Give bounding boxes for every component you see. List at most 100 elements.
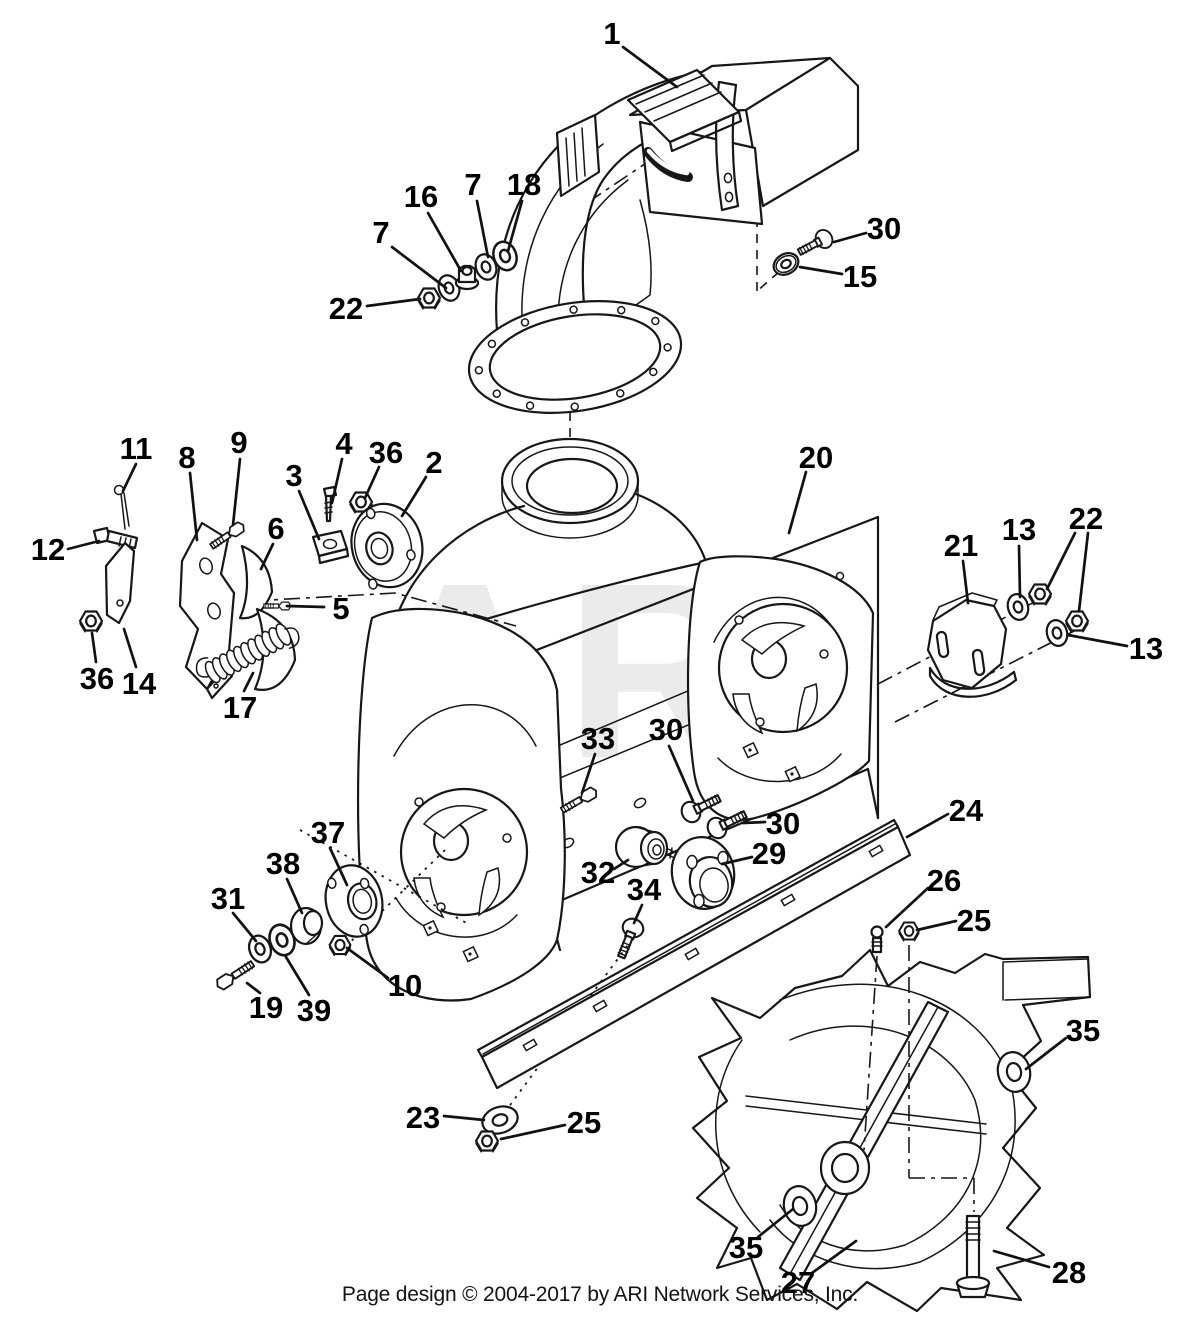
svg-text:7: 7: [372, 215, 389, 250]
callout-25: 25: [915, 903, 991, 938]
svg-text:33: 33: [581, 721, 615, 756]
bearing-flange-29: [670, 836, 736, 910]
striped-flag: [555, 113, 601, 198]
auger-housing-part-20: [339, 492, 880, 1002]
callout-30: 30: [741, 806, 800, 841]
svg-text:19: 19: [249, 990, 283, 1025]
callout-13: 13: [1066, 631, 1163, 666]
callout-23: 23: [406, 1100, 486, 1135]
callout-32: 32: [581, 855, 630, 890]
svg-text:24: 24: [949, 793, 984, 828]
svg-text:16: 16: [404, 179, 438, 214]
callout-20: 20: [787, 440, 833, 535]
callout-36: 36: [363, 435, 403, 500]
callout-19: 19: [245, 981, 283, 1025]
svg-text:32: 32: [581, 855, 615, 890]
washer-35b: [782, 1185, 818, 1227]
svg-text:23: 23: [406, 1100, 440, 1135]
callout-26: 26: [884, 863, 961, 929]
chute-flange-ring: [467, 299, 683, 415]
bearing-flange-37: [324, 864, 384, 938]
callout-6: 6: [259, 511, 285, 571]
chute-collar: [500, 412, 640, 539]
callout-22: 22: [1045, 501, 1103, 613]
svg-text:13: 13: [1129, 631, 1163, 666]
callout-25: 25: [499, 1105, 601, 1141]
nut-25: [898, 921, 920, 942]
svg-text:22: 22: [329, 291, 363, 326]
svg-text:17: 17: [223, 690, 257, 725]
washer-35a: [996, 1051, 1032, 1093]
callout-38: 38: [266, 846, 304, 915]
blade-6: [238, 544, 297, 691]
svg-text:35: 35: [729, 1230, 763, 1265]
callout-28: 28: [992, 1249, 1086, 1290]
deflector-part-1: [555, 56, 860, 226]
callout-36: 36: [80, 631, 114, 696]
grease-fitting-26: [870, 925, 884, 954]
callout-9: 9: [230, 425, 248, 527]
callout-14: 14: [122, 627, 157, 701]
cotter-pin-11: [113, 484, 130, 530]
housing-right-side-plate: [686, 555, 875, 821]
nut-25: [474, 1130, 500, 1153]
spring-17: [195, 623, 300, 684]
strap-14: [104, 541, 136, 625]
svg-text:36: 36: [369, 435, 403, 470]
callout-15: 15: [798, 259, 877, 294]
idler-arm-cluster: [78, 484, 517, 700]
svg-text:31: 31: [211, 881, 245, 916]
svg-text:25: 25: [567, 1105, 601, 1140]
svg-text:6: 6: [267, 511, 284, 546]
nut-10: [328, 934, 352, 957]
flange-nut-16: [454, 264, 480, 291]
svg-text:21: 21: [944, 528, 978, 563]
callout-27: 27: [781, 1239, 858, 1300]
locknut-22: [1064, 610, 1090, 633]
callout-16: 16: [404, 179, 463, 273]
callout-10: 10: [345, 946, 422, 1003]
svg-text:3: 3: [285, 458, 302, 493]
callout-35: 35: [1024, 1013, 1100, 1071]
svg-text:12: 12: [31, 532, 65, 567]
nut-36: [78, 610, 104, 633]
callout-24: 24: [905, 793, 984, 839]
washer-23-nut-25: [474, 1105, 519, 1153]
callout-7: 7: [464, 167, 490, 259]
center-hardware: [558, 784, 751, 963]
callout-13: 13: [1002, 512, 1036, 599]
bearing-flange-2: [350, 502, 424, 590]
svg-text:18: 18: [507, 167, 541, 202]
callout-31: 31: [211, 881, 258, 943]
bolt-12: [92, 526, 139, 550]
svg-text:30: 30: [766, 806, 800, 841]
discharge-chute-assembly: [416, 56, 860, 415]
svg-text:28: 28: [1052, 1255, 1086, 1290]
carriage-bolt-34: [610, 914, 648, 963]
svg-text:39: 39: [297, 993, 331, 1028]
bearing-bracket-21: [926, 592, 1018, 698]
callout-34: 34: [627, 872, 662, 925]
callout-5: 5: [285, 591, 350, 626]
svg-text:35: 35: [1066, 1013, 1100, 1048]
svg-text:30: 30: [867, 211, 901, 246]
callout-4: 4: [330, 426, 353, 505]
svg-text:26: 26: [927, 863, 961, 898]
callout-7: 7: [372, 215, 448, 290]
callout-17: 17: [223, 671, 257, 725]
svg-text:25: 25: [957, 903, 991, 938]
callout-39: 39: [284, 955, 331, 1028]
svg-text:20: 20: [799, 440, 833, 475]
callout-11: 11: [120, 431, 152, 493]
washer-13: [1003, 590, 1033, 624]
deflector-bolt-30-washer-15: [772, 226, 837, 276]
svg-text:13: 13: [1002, 512, 1036, 547]
svg-text:1: 1: [603, 16, 620, 51]
callout-12: 12: [31, 532, 101, 567]
auger-part-27: [691, 921, 1092, 1313]
callout-33: 33: [580, 721, 615, 795]
callout-21: 21: [944, 528, 978, 605]
